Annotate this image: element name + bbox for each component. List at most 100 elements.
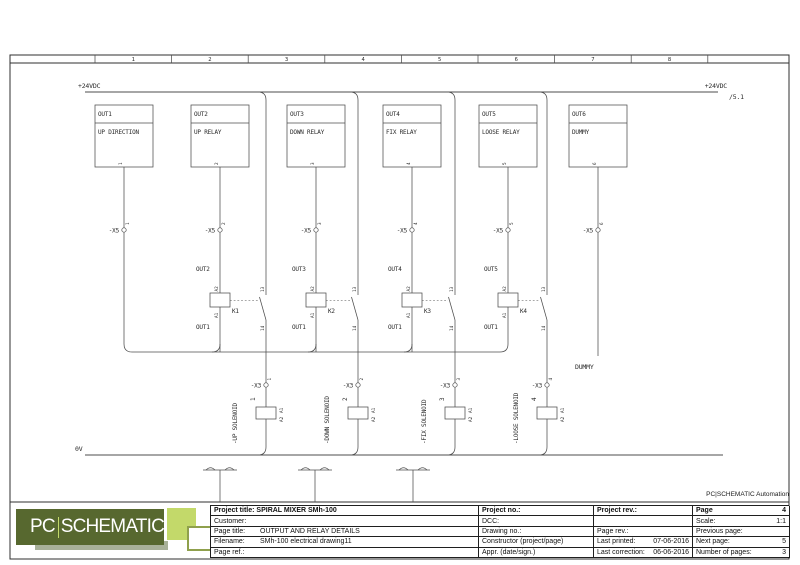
contact-pin-13: 13 bbox=[352, 286, 358, 292]
power-rails: +24VDC +24VDC /5.1 0V bbox=[75, 82, 744, 456]
last-correction-date: 06-06-2016 bbox=[653, 548, 689, 556]
column-number: 1 bbox=[132, 57, 135, 63]
output-pin: 6 bbox=[592, 162, 598, 165]
x5-label: -X5 bbox=[583, 228, 594, 235]
logo-text-schematic: SCHEMATIC bbox=[60, 516, 165, 537]
output-desc: LOOSE RELAY bbox=[482, 129, 520, 136]
logo-text-pc: PC bbox=[30, 516, 56, 537]
column-number: 8 bbox=[668, 57, 671, 63]
solenoid-pin-a1: A1 bbox=[371, 407, 377, 413]
column-number: 5 bbox=[438, 57, 441, 63]
dummy-label: DUMMY bbox=[575, 363, 594, 371]
x3-terminal-number: 1 bbox=[267, 378, 273, 381]
column-number: 3 bbox=[285, 57, 288, 63]
previous-page-label: Previous page: bbox=[696, 527, 743, 535]
output-block-out1: OUT1 UP DIRECTION 1 bbox=[94, 104, 154, 168]
next-page-cell: Next page: 5 bbox=[693, 537, 790, 548]
drawing-no-cell: Drawing no.: bbox=[479, 526, 594, 538]
ground-symbol bbox=[203, 467, 237, 502]
x5-terminal-2: -X5 2 bbox=[205, 222, 227, 235]
relay-input-label: OUT5 bbox=[484, 266, 498, 273]
column-ruler-ticks bbox=[94, 55, 709, 63]
last-correction-cell: Last correction:06-06-2016 bbox=[594, 547, 693, 558]
coil-pin-a1: A1 bbox=[310, 312, 316, 318]
project-title-label: Project title: bbox=[214, 507, 255, 515]
page-rev-label: Page rev.: bbox=[597, 527, 629, 535]
solenoid-pin-a2: A2 bbox=[468, 416, 474, 422]
solenoid-pin-a2: A2 bbox=[560, 416, 566, 422]
x3-terminal-4: -X3 4 bbox=[532, 378, 554, 390]
solenoid-number: 4 bbox=[531, 397, 538, 401]
output-pin: 5 bbox=[502, 162, 508, 165]
logo-shadow bbox=[35, 541, 168, 550]
x5-terminals: -X5 1 -X5 2 -X5 3 -X5 4 -X5 5 -X5 6 bbox=[109, 222, 605, 235]
project-no-cell: Project no.: bbox=[479, 506, 594, 517]
dcc-label: DCC: bbox=[482, 517, 500, 525]
x3-terminal-number: 4 bbox=[548, 378, 554, 381]
scale-label: Scale: bbox=[696, 517, 716, 525]
scale-cell: Scale:1:1 bbox=[693, 516, 790, 527]
next-page-label: Next page: bbox=[696, 538, 730, 546]
x3-terminal-3: -X3 3 bbox=[440, 378, 462, 390]
last-printed-date: 07-06-2016 bbox=[653, 538, 689, 546]
coil-pin-a2: A2 bbox=[502, 286, 508, 292]
x5-terminal-4: -X5 4 bbox=[397, 222, 419, 235]
column-numbers: 1 2 3 4 5 6 7 8 bbox=[132, 57, 672, 63]
output-pin: 2 bbox=[214, 162, 220, 165]
solenoid-name: -FIX SOLENOID bbox=[421, 399, 428, 444]
relay-k3: OUT4 A2 A1 K3 OUT1 13 14 bbox=[388, 266, 455, 331]
coil-pin-a1: A1 bbox=[406, 312, 412, 318]
page-ref-label: Page ref.: bbox=[214, 548, 245, 556]
x3-label: -X3 bbox=[440, 383, 451, 390]
x5-label: -X5 bbox=[493, 228, 504, 235]
x5-label: -X5 bbox=[397, 228, 408, 235]
column-number: 6 bbox=[515, 57, 518, 63]
contact-pin-13: 13 bbox=[449, 286, 455, 292]
solenoid-pin-a1: A1 bbox=[560, 407, 566, 413]
coil-pin-a2: A2 bbox=[310, 286, 316, 292]
logo-outline-square bbox=[187, 526, 210, 551]
contact-pin-13: 13 bbox=[260, 286, 266, 292]
output-desc: FIX RELAY bbox=[386, 129, 417, 136]
x5-terminal-5: -X5 5 bbox=[493, 222, 515, 235]
page-title-label: Page title: bbox=[214, 527, 246, 535]
x5-label: -X5 bbox=[205, 228, 216, 235]
relay-common-label: OUT1 bbox=[292, 324, 306, 331]
next-page-value: 5 bbox=[782, 538, 786, 546]
output-pin: 4 bbox=[406, 162, 412, 165]
output-desc: UP DIRECTION bbox=[98, 129, 140, 136]
page-rev-cell: Page rev.: bbox=[594, 526, 693, 538]
ground-symbol bbox=[396, 467, 430, 502]
project-title-cell: Project title: SPIRAL MIXER SMh-100 bbox=[211, 506, 479, 517]
solenoid-name: -DOWN SOLENOID bbox=[324, 396, 331, 444]
relay-common-label: OUT1 bbox=[484, 324, 498, 331]
appr-label: Appr. (date/sign.) bbox=[482, 548, 536, 556]
previous-page-cell: Previous page: bbox=[693, 526, 790, 538]
x5-terminal-1: -X5 1 bbox=[109, 222, 131, 235]
page-title-cell: Page title:OUTPUT AND RELAY DETAILS bbox=[211, 526, 479, 538]
relay-input-label: OUT2 bbox=[196, 266, 210, 273]
solenoid-pin-a2: A2 bbox=[279, 416, 285, 422]
solenoid-pin-a2: A2 bbox=[371, 416, 377, 422]
output-desc: DUMMY bbox=[572, 129, 590, 136]
x5-terminal-number: 2 bbox=[221, 222, 227, 225]
output-id: OUT6 bbox=[572, 111, 586, 118]
appr-cell: Appr. (date/sign.) bbox=[479, 547, 594, 558]
project-no-label: Project no.: bbox=[482, 507, 521, 515]
relay-name: K1 bbox=[232, 308, 239, 315]
automation-credit: PC|SCHEMATIC Automation bbox=[706, 491, 789, 498]
solenoid-pin-a1: A1 bbox=[468, 407, 474, 413]
solenoid-up: -UP SOLENOID 1 A1 A2 bbox=[232, 397, 285, 444]
x3-terminal-number: 2 bbox=[359, 378, 365, 381]
logo-divider-bar bbox=[57, 516, 59, 538]
x5-label: -X5 bbox=[301, 228, 312, 235]
solenoid-pin-a1: A1 bbox=[279, 407, 285, 413]
customer-label: Customer: bbox=[214, 517, 247, 525]
solenoid-fix: -FIX SOLENOID 3 A1 A2 bbox=[421, 397, 474, 444]
project-rev-label: Project rev.: bbox=[597, 507, 637, 515]
x3-label: -X3 bbox=[532, 383, 543, 390]
relay-input-label: OUT4 bbox=[388, 266, 402, 273]
last-printed-cell: Last printed:07-06-2016 bbox=[594, 537, 693, 548]
x5-terminal-number: 6 bbox=[599, 222, 605, 225]
